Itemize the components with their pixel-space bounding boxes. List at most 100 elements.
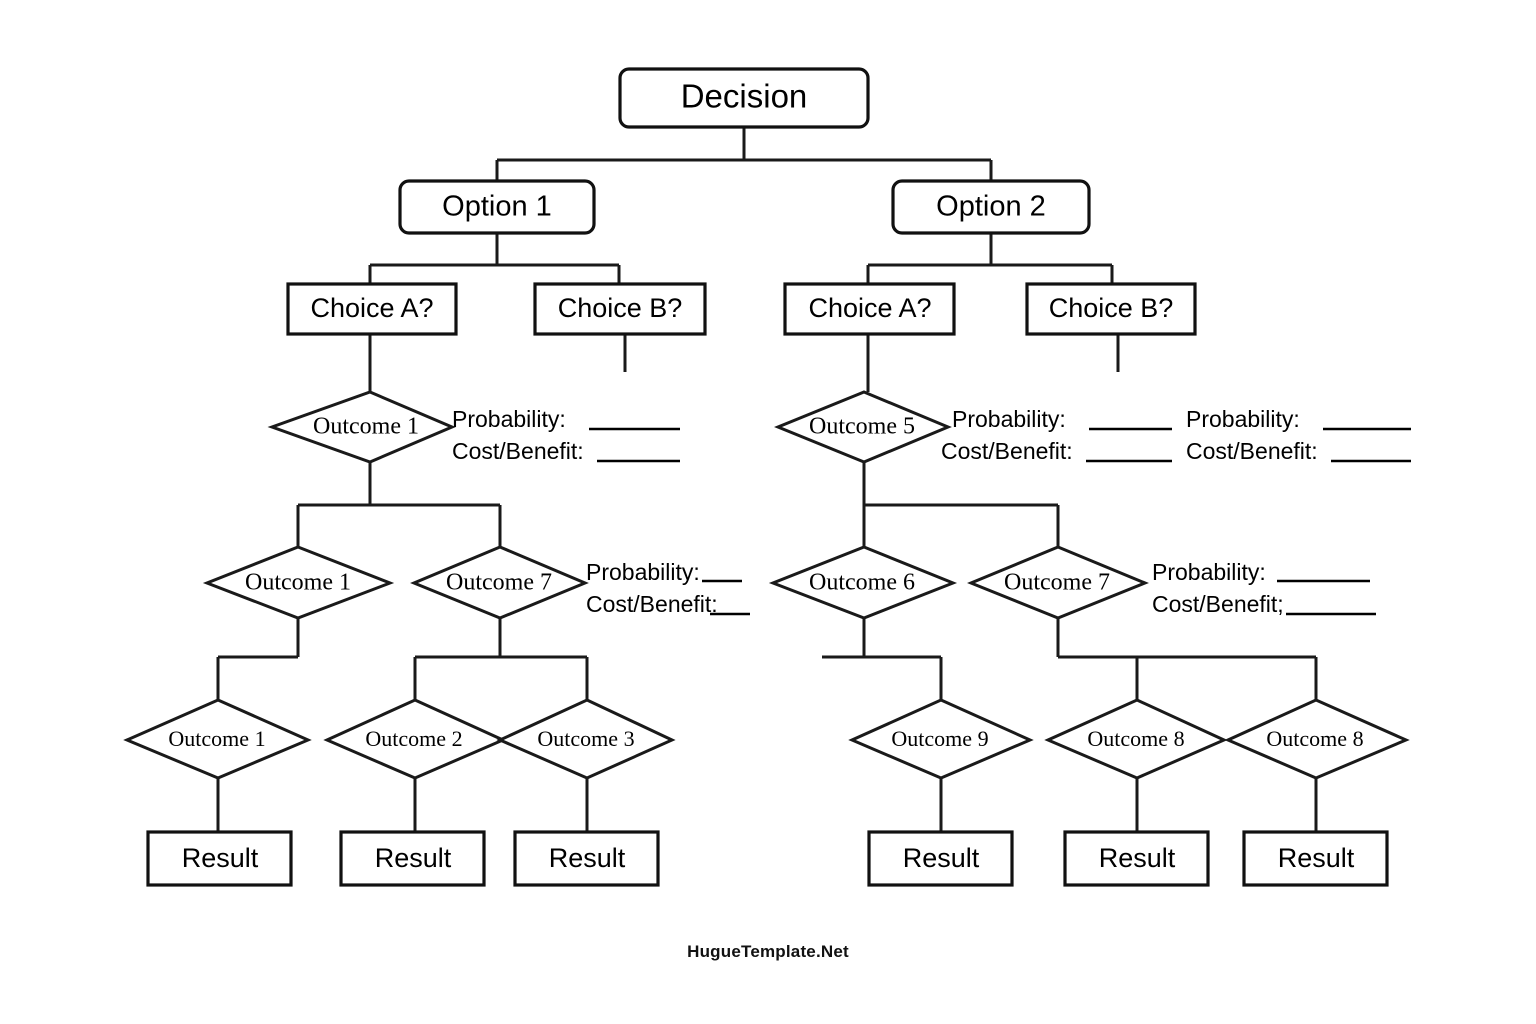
node-outcome-l4-1[interactable]: Outcome 1 [202, 545, 395, 620]
choice-b-left-label: Choice B? [558, 293, 683, 323]
annotation-left-lower: Probability: Cost/Benefit: [586, 559, 750, 617]
annotation-right-upper-b-cost-label: Cost/Benefit: [1186, 438, 1318, 464]
connector-group [216, 127, 1318, 832]
connector-decision-bus [495, 127, 993, 181]
outcome-l5-6-diamond[interactable] [1224, 698, 1410, 780]
connector-option1-bus [368, 232, 621, 284]
annotation-left-lower-cost-label: Cost/Benefit: [586, 591, 718, 617]
node-choice-a-right[interactable]: Choice A? [783, 282, 956, 336]
outcome-l5-3-label: Outcome 3 [537, 726, 634, 751]
result-5-box[interactable] [1063, 830, 1210, 887]
node-outcome-l4-3[interactable]: Outcome 6 [768, 545, 958, 620]
connector-l3left-bus [296, 462, 502, 547]
node-outcome-l4-4[interactable]: Outcome 7 [967, 545, 1149, 620]
outcome-l3-left-diamond[interactable] [267, 390, 456, 464]
node-result-2[interactable]: Result [339, 830, 486, 887]
outcome-l4-4-diamond[interactable] [967, 545, 1149, 620]
node-outcome-l5-5[interactable]: Outcome 8 [1044, 698, 1228, 780]
node-option-2[interactable]: Option 2 [891, 179, 1091, 235]
node-outcome-l5-1[interactable]: Outcome 1 [123, 698, 312, 780]
outcome-l4-1-label: Outcome 1 [245, 570, 351, 596]
choice-a-right-box[interactable] [783, 282, 956, 336]
outcome-l3-right-label: Outcome 5 [809, 414, 915, 440]
result-1-box[interactable] [146, 830, 293, 887]
annotation-right-upper-a: Probability: Cost/Benefit: [941, 406, 1172, 464]
choice-b-right-box[interactable] [1025, 282, 1197, 336]
node-result-3[interactable]: Result [513, 830, 660, 887]
annotation-right-lower-probability-label: Probability: [1152, 559, 1266, 585]
node-result-6[interactable]: Result [1242, 830, 1389, 887]
node-outcome-l5-3[interactable]: Outcome 3 [496, 698, 676, 780]
decision-box[interactable] [618, 67, 870, 129]
node-outcome-l5-4[interactable]: Outcome 9 [848, 698, 1034, 780]
outcome-l5-4-label: Outcome 9 [891, 726, 988, 751]
node-choice-a-left[interactable]: Choice A? [286, 282, 458, 336]
choice-b-left-box[interactable] [533, 282, 707, 336]
outcome-l5-2-label: Outcome 2 [365, 726, 462, 751]
connector-l3right-bus [862, 462, 1060, 547]
outcome-l5-2-diamond[interactable] [323, 698, 507, 780]
connector-l4-outcome7-bus [413, 618, 589, 700]
annotation-right-upper-a-cost-label: Cost/Benefit: [941, 438, 1073, 464]
connector-l4-outcome7b-bus [1056, 618, 1318, 700]
outcome-l5-5-diamond[interactable] [1044, 698, 1228, 780]
node-outcome-l3-right[interactable]: Outcome 5 [774, 390, 952, 464]
node-result-4[interactable]: Result [867, 830, 1014, 887]
outcome-l4-4-label: Outcome 7 [1004, 570, 1110, 596]
connector-option2-bus [866, 232, 1114, 284]
result-2-box[interactable] [339, 830, 486, 887]
result-5-label: Result [1099, 843, 1176, 873]
annotation-left-upper: Probability: Cost/Benefit: [452, 406, 680, 464]
node-decision[interactable]: Decision [618, 67, 870, 129]
node-outcome-l5-6[interactable]: Outcome 8 [1224, 698, 1410, 780]
outcome-l4-3-label: Outcome 6 [809, 570, 915, 596]
annotation-left-upper-probability-label: Probability: [452, 406, 566, 432]
result-6-box[interactable] [1242, 830, 1389, 887]
result-3-box[interactable] [513, 830, 660, 887]
connector-l4-outcome1-elbow [216, 618, 300, 700]
outcome-l5-3-diamond[interactable] [496, 698, 676, 780]
option-1-box[interactable] [398, 179, 596, 235]
choice-a-right-label: Choice A? [808, 293, 931, 323]
annotation-right-upper-b: Probability: Cost/Benefit: [1186, 406, 1411, 464]
result-3-label: Result [549, 843, 626, 873]
node-outcome-l3-left[interactable]: Outcome 1 [267, 390, 456, 464]
outcome-l5-6-label: Outcome 8 [1266, 726, 1363, 751]
outcome-l4-2-diamond[interactable] [410, 545, 589, 620]
annotation-left-lower-probability-label: Probability: [586, 559, 700, 585]
node-choice-b-right[interactable]: Choice B? [1025, 282, 1197, 336]
outcome-l4-1-diamond[interactable] [202, 545, 395, 620]
outcome-l3-left-label: Outcome 1 [313, 414, 419, 440]
footer-watermark: HugueTemplate.Net [687, 942, 849, 961]
result-4-box[interactable] [867, 830, 1014, 887]
choice-a-left-box[interactable] [286, 282, 458, 336]
node-outcome-l4-2[interactable]: Outcome 7 [410, 545, 589, 620]
outcome-l4-3-diamond[interactable] [768, 545, 958, 620]
annotation-right-lower: Probability: Cost/Benefit; [1152, 559, 1376, 617]
outcome-l5-5-label: Outcome 8 [1087, 726, 1184, 751]
node-result-1[interactable]: Result [146, 830, 293, 887]
result-1-label: Result [182, 843, 259, 873]
annotation-left-upper-cost-label: Cost/Benefit: [452, 438, 584, 464]
annotation-right-upper-b-probability-label: Probability: [1186, 406, 1300, 432]
option-2-label: Option 2 [936, 191, 1046, 223]
node-outcome-l5-2[interactable]: Outcome 2 [323, 698, 507, 780]
choice-b-right-label: Choice B? [1049, 293, 1174, 323]
outcome-l4-2-label: Outcome 7 [446, 570, 552, 596]
annotation-right-upper-a-probability-label: Probability: [952, 406, 1066, 432]
result-4-label: Result [903, 843, 980, 873]
node-result-5[interactable]: Result [1063, 830, 1210, 887]
connector-l4-outcome6-elbow [822, 618, 943, 700]
outcome-l5-1-diamond[interactable] [123, 698, 312, 780]
choice-a-left-label: Choice A? [310, 293, 433, 323]
decision-label: Decision [681, 78, 808, 115]
option-1-label: Option 1 [442, 191, 552, 223]
outcome-l5-4-diamond[interactable] [848, 698, 1034, 780]
node-choice-b-left[interactable]: Choice B? [533, 282, 707, 336]
node-option-1[interactable]: Option 1 [398, 179, 596, 235]
option-2-box[interactable] [891, 179, 1091, 235]
outcome-l3-right-diamond[interactable] [774, 390, 952, 464]
outcome-l5-1-label: Outcome 1 [168, 726, 265, 751]
